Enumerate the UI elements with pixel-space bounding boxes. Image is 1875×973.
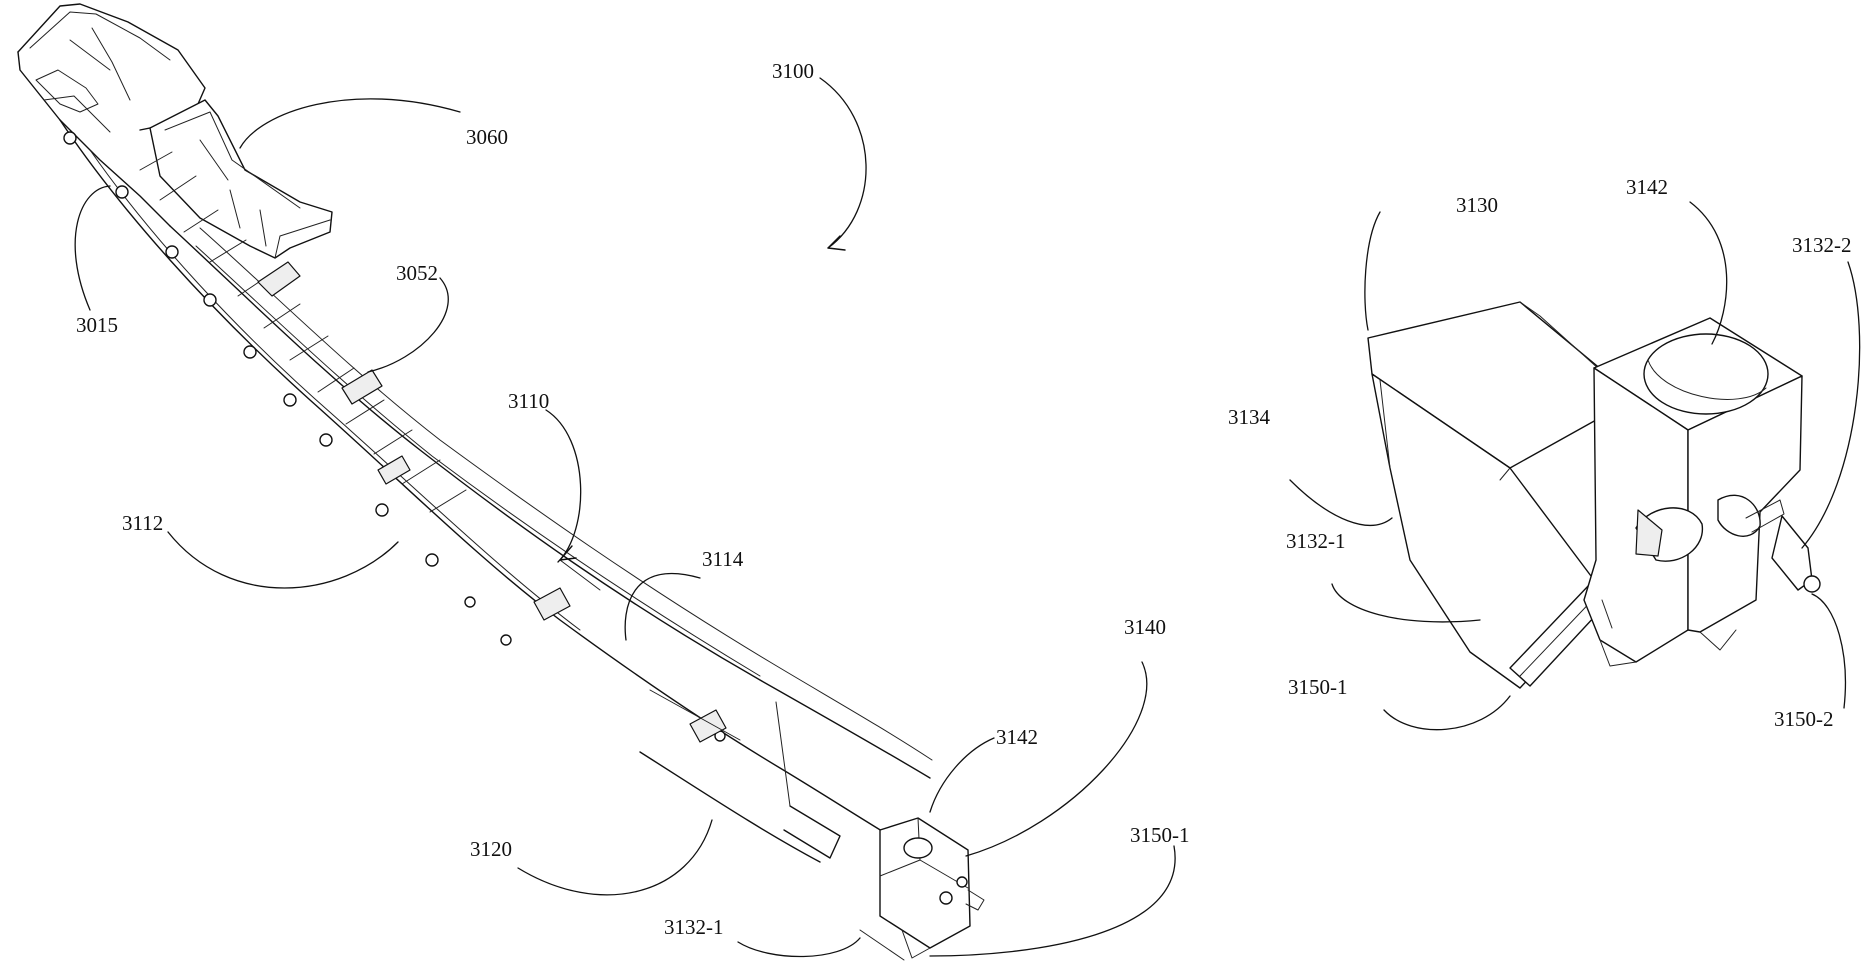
- label-3142-left: 3142: [996, 725, 1038, 749]
- label-3110: 3110: [508, 389, 549, 413]
- label-3132-1-right: 3132-1: [1286, 529, 1346, 553]
- label-3150-2: 3150-2: [1774, 707, 1834, 731]
- distal-head: [860, 818, 984, 960]
- label-3132-2: 3132-2: [1792, 233, 1852, 257]
- label-3060: 3060: [466, 125, 508, 149]
- rivet-holes: [64, 132, 725, 741]
- label-3134: 3134: [1228, 405, 1271, 429]
- leader-lines: [75, 78, 1859, 957]
- label-3132-1-left: 3132-1: [664, 915, 724, 939]
- label-3114: 3114: [702, 547, 744, 571]
- label-3150-1-right: 3150-1: [1288, 675, 1348, 699]
- tip-detail: [1368, 302, 1820, 688]
- label-3015: 3015: [76, 313, 118, 337]
- label-3052: 3052: [396, 261, 438, 285]
- label-3112: 3112: [122, 511, 163, 535]
- label-3142-right: 3142: [1626, 175, 1668, 199]
- label-3140-left: 3140: [1124, 615, 1166, 639]
- reference-labels: 3100 3060 3015 3052 3110 3112 3114 3140 …: [76, 59, 1852, 939]
- label-3120: 3120: [470, 837, 512, 861]
- label-3130: 3130: [1456, 193, 1498, 217]
- label-3100: 3100: [772, 59, 814, 83]
- label-3150-1-left: 3150-1: [1130, 823, 1190, 847]
